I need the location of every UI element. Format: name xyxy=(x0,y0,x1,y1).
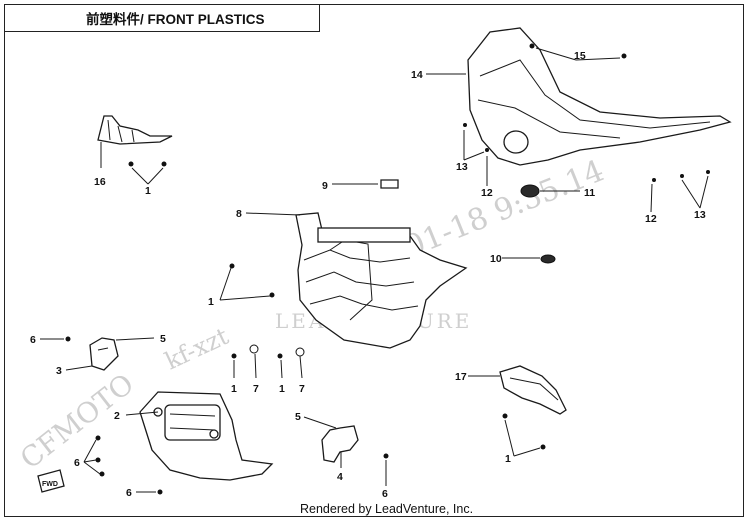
watermark-code: kf-xzt xyxy=(161,322,233,376)
callout-12: 12 xyxy=(481,187,493,199)
clip-10-part[interactable] xyxy=(540,254,556,264)
callout-17: 17 xyxy=(455,371,467,383)
callout-12: 12 xyxy=(645,213,657,225)
fwd-label: FWD xyxy=(42,481,58,488)
callout-1: 1 xyxy=(279,383,285,395)
page-title: 前塑料件/ FRONT PLASTICS xyxy=(4,4,320,32)
front-cowl-part[interactable] xyxy=(467,27,732,166)
side-panel-17-part[interactable] xyxy=(499,365,567,415)
callout-14: 14 xyxy=(411,69,423,81)
diagram-frame xyxy=(4,4,744,517)
clip-9-part[interactable] xyxy=(380,179,399,189)
callout-13: 13 xyxy=(694,209,706,221)
callout-7: 7 xyxy=(299,383,305,395)
callout-15: 15 xyxy=(574,50,586,62)
callout-10: 10 xyxy=(490,253,502,265)
callout-6: 6 xyxy=(126,487,132,499)
callout-16: 16 xyxy=(94,176,106,188)
callout-5: 5 xyxy=(295,411,301,423)
callout-1: 1 xyxy=(145,185,151,197)
callout-1: 1 xyxy=(505,453,511,465)
callout-3: 3 xyxy=(56,365,62,377)
bracket-16-part[interactable] xyxy=(97,115,173,145)
callout-8: 8 xyxy=(236,208,242,220)
callout-6: 6 xyxy=(382,488,388,500)
callout-1: 1 xyxy=(231,383,237,395)
callout-labels: 14 15 13 12 11 12 13 16 1 9 8 10 1 6 5 3… xyxy=(30,50,706,500)
bracket-3-part[interactable] xyxy=(89,337,119,371)
callout-1: 1 xyxy=(208,296,214,308)
fasteners xyxy=(65,43,710,495)
lower-guard-part[interactable] xyxy=(139,391,274,481)
front-guard-part[interactable] xyxy=(295,212,468,349)
callout-6: 6 xyxy=(74,457,80,469)
callout-6: 6 xyxy=(30,334,36,346)
round-cap-part[interactable] xyxy=(520,184,540,198)
bracket-4-part[interactable] xyxy=(321,425,359,463)
callout-9: 9 xyxy=(322,180,328,192)
callout-5: 5 xyxy=(160,333,166,345)
callout-13: 13 xyxy=(456,161,468,173)
callout-11: 11 xyxy=(584,187,595,199)
callout-2: 2 xyxy=(114,410,120,422)
fwd-arrow-icon: FWD xyxy=(37,469,65,493)
footer-credit: Rendered by LeadVenture, Inc. xyxy=(300,502,474,516)
callout-4: 4 xyxy=(337,471,343,483)
callout-7: 7 xyxy=(253,383,259,395)
leader-lines xyxy=(40,47,709,493)
